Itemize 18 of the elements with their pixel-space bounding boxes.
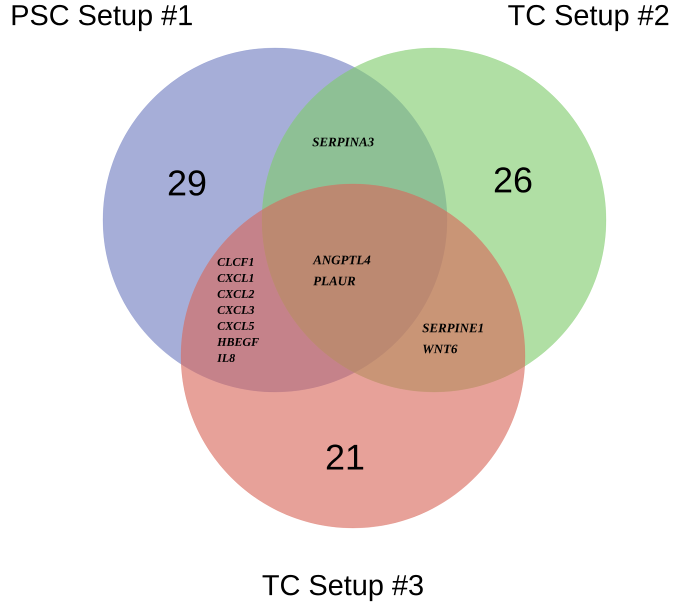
count-number: 26 — [494, 167, 532, 193]
gene-label: CXCL2 — [218, 290, 254, 298]
set-title: TC Setup #2 — [508, 4, 668, 32]
gene-label: CXCL5 — [218, 322, 254, 330]
gene-label: HBEGF — [217, 338, 259, 346]
gene-label: WNT6 — [423, 344, 458, 354]
gene-label: CXCL1 — [218, 274, 254, 282]
set-title: PSC Setup #1 — [12, 4, 192, 32]
gene-label: SERPINE1 — [422, 324, 483, 332]
gene-label: SERPINA3 — [312, 138, 374, 146]
gene-label: CLCF1 — [218, 258, 254, 266]
gene-label: CXCL3 — [218, 306, 254, 314]
count-number: 21 — [326, 444, 364, 470]
set-title: TC Setup #3 — [262, 574, 423, 602]
gene-label: ANGPTL4 — [312, 256, 370, 264]
count-number: 29 — [168, 170, 206, 196]
gene-label: IL8 — [217, 354, 235, 362]
gene-label: PLAUR — [313, 276, 356, 286]
